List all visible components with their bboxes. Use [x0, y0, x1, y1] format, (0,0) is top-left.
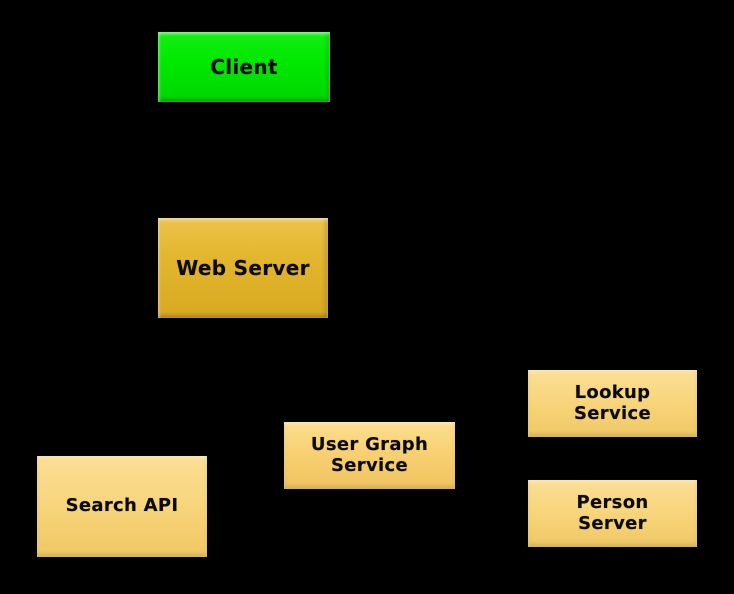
node-lookup-service[interactable]: Lookup Service [528, 370, 697, 437]
node-label-search-api: Search API [65, 495, 179, 517]
node-label-web-server: Web Server [176, 255, 310, 280]
node-user-graph-service[interactable]: User Graph Service [284, 422, 455, 489]
node-person-server[interactable]: Person Server [528, 480, 697, 547]
node-label-lookup-service: Lookup Service [574, 381, 651, 424]
node-search-api[interactable]: Search API [37, 456, 207, 557]
node-web-server[interactable]: Web Server [158, 218, 328, 318]
node-client[interactable]: Client [158, 32, 330, 102]
node-label-client: Client [210, 54, 278, 79]
node-label-user-graph-service: User Graph Service [310, 433, 429, 476]
node-label-person-server: Person Server [576, 491, 649, 534]
